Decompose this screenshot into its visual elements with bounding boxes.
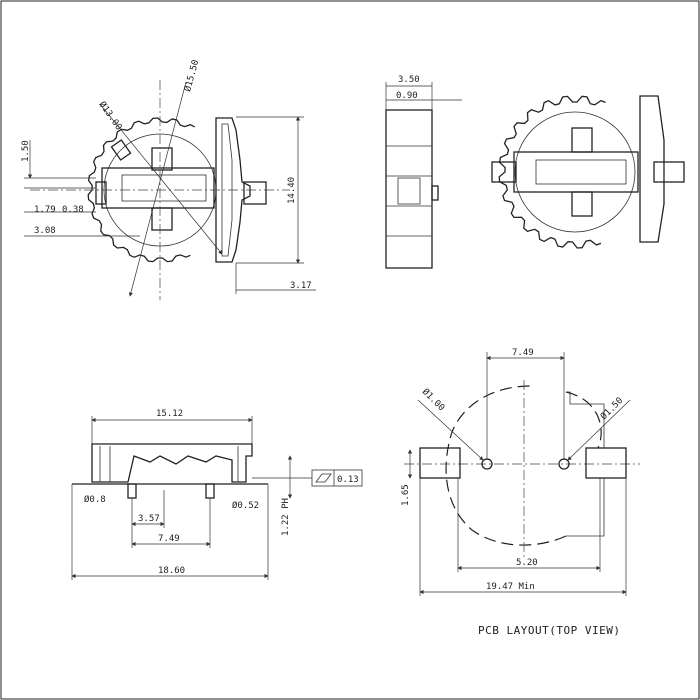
dim-width: 3.50 <box>398 75 420 85</box>
iso-view <box>491 95 685 249</box>
dim-inner-width: 5.20 <box>516 558 538 568</box>
iso-right-pin <box>653 161 685 183</box>
left-pin <box>95 181 107 205</box>
dim-d-outer: Ø15.50 <box>182 59 201 93</box>
right-pin <box>243 181 267 205</box>
iso-clip-inner <box>535 159 627 185</box>
iso-clip <box>513 151 639 193</box>
pcb-pad-right <box>585 447 627 479</box>
clip-bottom-tab <box>151 207 173 231</box>
front-body <box>91 443 253 483</box>
clip-top-tab <box>151 147 173 171</box>
iso-inner-circle <box>514 111 636 233</box>
iso-ring <box>498 95 606 249</box>
dim-pin-left: Ø0.8 <box>84 494 106 505</box>
pcb-right-notch <box>566 391 605 537</box>
d-outer-leader <box>128 81 187 297</box>
dim-tab: 3.17 <box>290 281 312 291</box>
dim-pitch-a: 3.57 <box>138 514 160 524</box>
circle-left-leader <box>417 399 484 461</box>
dim-d: 3.08 <box>34 226 56 236</box>
contact-plate <box>215 117 251 263</box>
contact-plate-inner <box>221 123 233 257</box>
front-view: 15.12 0.13 1.22 PH Ø0.8 Ø0.52 3.57 7.49 … <box>71 409 363 580</box>
side-contact <box>397 177 421 205</box>
d-inner-leader <box>99 103 223 255</box>
ring-tab <box>110 139 132 161</box>
pcb-pad-left <box>419 447 461 479</box>
dim-pin-right: Ø0.52 <box>232 500 259 511</box>
iso-left-pin <box>491 161 517 183</box>
dim-inner: 0.90 <box>396 91 418 101</box>
dim-pcb-label: 1.22 PH <box>281 498 291 536</box>
front-pin-right <box>205 483 215 499</box>
dim-d-inner: Ø13.00 <box>97 99 125 132</box>
flatness-symbol <box>315 473 332 483</box>
side-view: 3.50 0.90 <box>385 75 462 269</box>
circle-right-leader <box>567 399 631 461</box>
dim-base-width: 18.60 <box>158 566 185 576</box>
dim-flatness: 0.13 <box>337 475 359 485</box>
front-pin-left <box>127 483 137 499</box>
dim-height: 14.40 <box>287 177 297 204</box>
dim-circle-left: Ø1.00 <box>420 386 447 413</box>
dim-pin-spacing: 7.49 <box>512 348 534 358</box>
dim-b: 1.79 <box>34 205 56 215</box>
iso-contact-plate <box>639 95 665 243</box>
top-view: Ø15.50 Ø13.00 1.50 1.79 0.38 3.08 14.40 … <box>21 59 316 300</box>
pcb-outline-dashed <box>445 385 602 546</box>
dim-a: 1.50 <box>21 140 31 162</box>
battery-clip-inner <box>121 174 207 202</box>
dim-c: 0.38 <box>62 205 84 215</box>
flatness-box <box>311 469 363 487</box>
iso-bottom-tab <box>571 191 593 217</box>
dim-overall-width: 19.47 Min <box>486 582 535 592</box>
side-pin <box>431 185 439 201</box>
pcb-layout-caption: PCB LAYOUT(TOP VIEW) <box>478 624 620 637</box>
pcb-layout-view: 7.49 Ø1.00 Ø1.50 1.65 5.20 19.47 Min PCB… <box>401 348 640 637</box>
dim-pitch-b: 7.49 <box>158 534 180 544</box>
dim-top-width: 15.12 <box>156 409 183 419</box>
dim-pad-height: 1.65 <box>401 484 411 506</box>
side-body <box>385 109 433 269</box>
iso-top-tab <box>571 127 593 153</box>
